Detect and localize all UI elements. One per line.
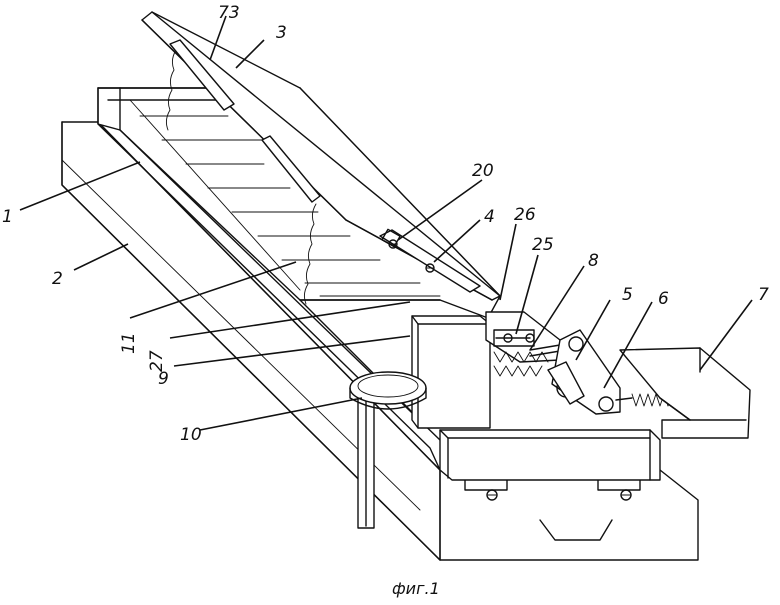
chains bbox=[165, 49, 317, 305]
label-9: 9 bbox=[158, 369, 169, 389]
label-3: 3 bbox=[276, 23, 287, 43]
cam-disc bbox=[349, 371, 427, 529]
label-25: 25 bbox=[532, 235, 554, 255]
tray-slats bbox=[139, 115, 441, 297]
carriage-frame bbox=[439, 429, 661, 481]
spring-7 bbox=[615, 347, 751, 439]
label-6: 6 bbox=[658, 289, 669, 309]
figure-caption: фиг.1 bbox=[392, 579, 440, 598]
upper-block bbox=[411, 315, 491, 429]
label-7: 7 bbox=[758, 285, 769, 305]
label-73: 73 bbox=[218, 3, 240, 23]
label-27: 27 bbox=[147, 350, 167, 372]
label-26: 26 bbox=[514, 205, 536, 225]
mechanism bbox=[485, 311, 567, 377]
label-11: 11 bbox=[119, 332, 139, 354]
labels: 1 2 3 73 20 4 26 25 8 5 6 7 11 27 9 10 bbox=[2, 3, 769, 445]
lid bbox=[141, 11, 501, 301]
lever-plates bbox=[547, 329, 621, 415]
label-1: 1 bbox=[2, 207, 13, 227]
label-20: 20 bbox=[472, 161, 494, 181]
label-5: 5 bbox=[622, 285, 633, 305]
label-10: 10 bbox=[180, 425, 202, 445]
leader-lines bbox=[19, 15, 753, 431]
label-4: 4 bbox=[484, 207, 495, 227]
label-8: 8 bbox=[588, 251, 599, 271]
label-2: 2 bbox=[52, 269, 63, 289]
